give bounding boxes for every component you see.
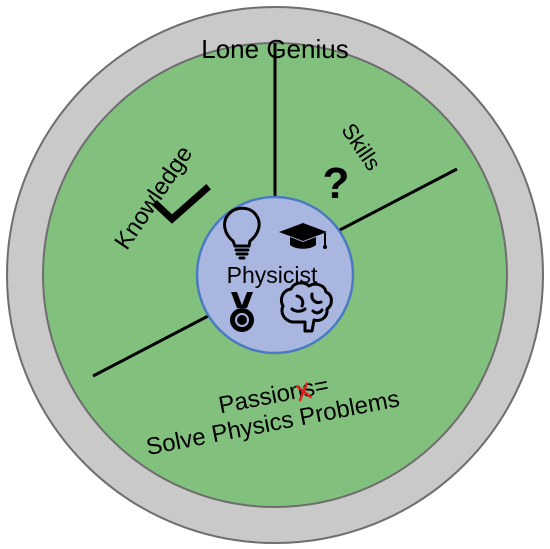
outer-ring-label: Lone Genius (201, 34, 348, 64)
divider-right (333, 167, 458, 235)
question-mark-icon: ? (323, 159, 350, 208)
graduation-cap-icon (279, 223, 327, 249)
medal-icon (230, 292, 254, 332)
passion-struck-letter: s (300, 374, 317, 403)
brain-icon (279, 281, 333, 333)
check-mark-icon (152, 184, 211, 224)
lightbulb-icon (223, 206, 261, 260)
divider-left (92, 312, 213, 378)
passion-suffix: = (312, 372, 331, 401)
strike-mark-icon (296, 382, 312, 402)
